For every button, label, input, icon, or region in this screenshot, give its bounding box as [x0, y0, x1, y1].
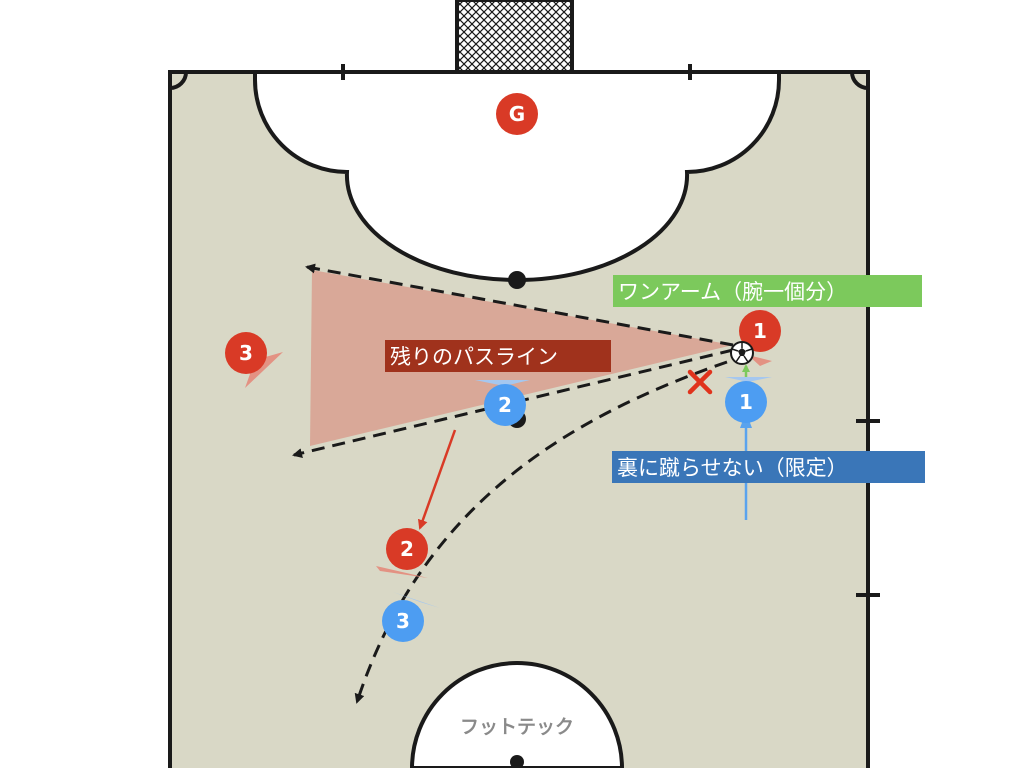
red-player-3: 3: [225, 332, 267, 374]
brand-watermark: フットテック: [460, 716, 574, 738]
red-player-goalkeeper: G: [496, 93, 538, 135]
soccer-ball-icon: [730, 341, 754, 365]
blue-player-label: 1: [739, 390, 753, 414]
pass-line-label: 残りのパスライン: [385, 340, 611, 372]
lower-pass-line: [292, 348, 734, 459]
blue-player-3: 3: [382, 600, 424, 642]
court-lines: [168, 64, 880, 768]
penalty-spot: [508, 271, 526, 289]
red-player-label: G: [509, 102, 525, 126]
cross-mark: [687, 369, 713, 395]
red-player-label: 3: [239, 341, 253, 365]
blue-player-2: 2: [484, 384, 526, 426]
red-player-2: 2: [386, 528, 428, 570]
upper-pass-line: [305, 263, 734, 347]
blue-player-label: 2: [498, 393, 512, 417]
blue-player-label: 3: [396, 609, 410, 633]
red-2-run-arrow: [417, 429, 457, 530]
one-arm-label-text: ワンアーム（腕一個分）: [618, 280, 847, 304]
one-arm-label: ワンアーム（腕一個分）: [613, 275, 922, 307]
pass-line-label-text: 残りのパスライン: [390, 345, 558, 369]
center-circle: [409, 661, 625, 768]
center-spot: [510, 755, 524, 768]
red-player-label: 2: [400, 537, 414, 561]
no-kick-label-text: 裏に蹴らせない（限定）: [617, 456, 848, 480]
red-player-label: 1: [753, 319, 767, 343]
orientation-wedges: [245, 352, 772, 608]
no-kick-label: 裏に蹴らせない（限定）: [612, 451, 925, 483]
blue-player-1: 1: [725, 381, 767, 423]
goal-net: [455, 0, 574, 74]
red-player-1: 1: [739, 310, 781, 352]
